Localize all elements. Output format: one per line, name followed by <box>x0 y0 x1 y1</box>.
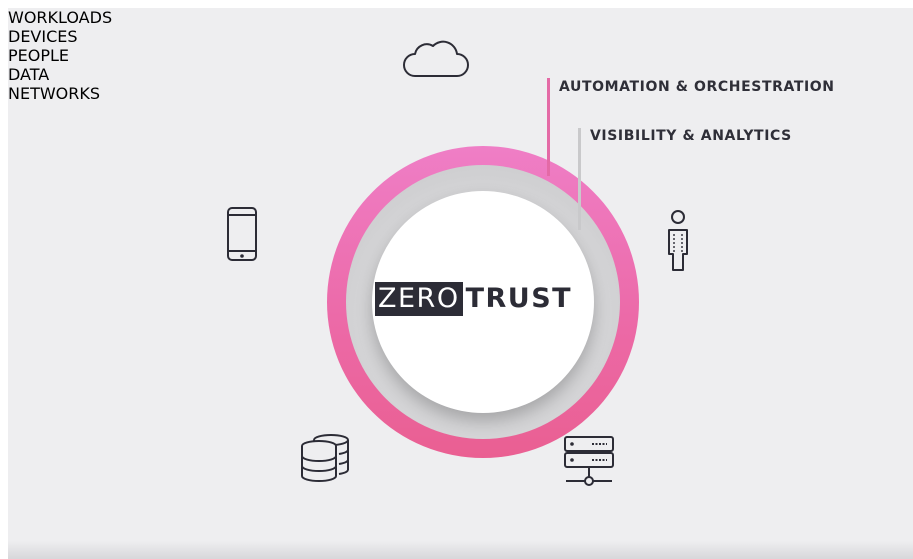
zero-word: ZERO <box>375 282 463 316</box>
pillar-devices: DEVICES <box>8 27 913 261</box>
trust-word: TRUST <box>465 283 573 314</box>
visibility-analytics-label: VISIBILITY & ANALYTICS <box>590 128 792 144</box>
pillar-data: DATA <box>8 65 913 482</box>
pillar-workloads: WORKLOADS <box>8 8 913 77</box>
person-icon <box>668 210 688 271</box>
data-label: DATA <box>8 65 50 84</box>
cloud-icon <box>403 40 469 77</box>
pillar-people: PEOPLE <box>8 46 913 271</box>
networks-label: NETWORKS <box>8 84 101 103</box>
automation-orchestration-label: AUTOMATION & ORCHESTRATION <box>559 79 835 95</box>
automation-callout-line <box>547 78 550 176</box>
smartphone-icon <box>227 207 257 261</box>
workloads-label: WORKLOADS <box>8 8 113 27</box>
people-label: PEOPLE <box>8 46 70 65</box>
database-icon <box>301 434 349 482</box>
visibility-callout-line <box>578 128 581 230</box>
devices-label: DEVICES <box>8 27 78 46</box>
diagram-canvas: ZERO TRUST AUTOMATION & ORCHESTRATION VI… <box>8 8 913 559</box>
server-icon <box>564 436 614 486</box>
pillar-networks: NETWORKS <box>8 84 913 486</box>
zero-trust-title: ZERO TRUST <box>375 281 572 317</box>
